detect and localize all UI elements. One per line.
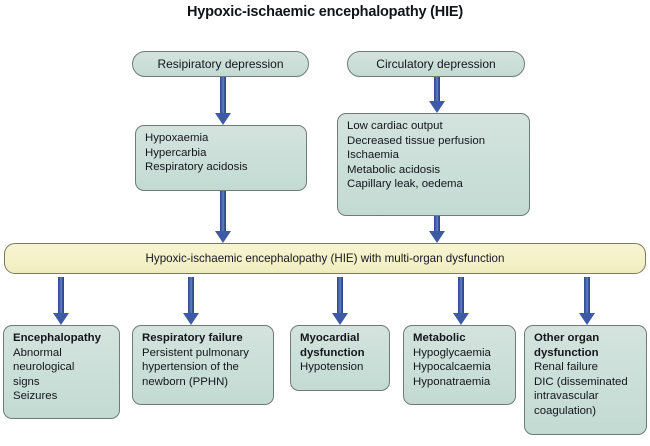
node-line: DIC (disseminated	[534, 375, 628, 388]
arrow-hie-to-encephalopathy	[52, 277, 70, 325]
node-header: Other organ	[534, 332, 600, 344]
arrow-head	[429, 231, 445, 243]
finding-line: Metabolic acidosis	[347, 163, 441, 176]
node-line: intravascular	[534, 390, 599, 403]
node-header: Myocardial	[300, 332, 360, 344]
arrow-hie-to-myocardial-dysfunction	[331, 277, 349, 325]
node-myocardial-dysfunction: Myocardial dysfunction Hypotension	[290, 325, 390, 391]
arrow-head	[183, 313, 199, 325]
arrow-head	[53, 313, 69, 325]
node-metabolic: Metabolic Hypoglycaemia Hypocalcaemia Hy…	[403, 325, 516, 405]
node-line: neurological	[13, 361, 75, 374]
node-line: signs	[13, 375, 40, 388]
arrow-head	[215, 113, 231, 125]
node-header: Encephalopathy	[13, 332, 101, 344]
arrow-head	[579, 313, 595, 325]
banner-label: Hypoxic-ischaemic encephalopathy (HIE) w…	[145, 252, 505, 265]
node-line: Hyponatraemia	[413, 375, 491, 388]
finding-line: Ischaemia	[347, 149, 399, 162]
node-label: Circulatory depression	[376, 56, 496, 71]
node-line: Hypoglycaemia	[413, 346, 491, 359]
finding-line: Low cardiac output	[347, 120, 443, 132]
node-circulatory-depression: Circulatory depression	[347, 51, 525, 77]
node-line: hypertension of the	[142, 361, 239, 374]
node-line: Abnormal	[13, 346, 62, 359]
arrow-respiratory-depression-to-hypoxaemia	[214, 77, 232, 125]
arrow-shaft	[220, 77, 226, 113]
node-header: Metabolic	[413, 332, 466, 344]
node-respiratory-failure: Respiratory failure Persistent pulmonary…	[132, 325, 274, 405]
node-circulatory-findings: Low cardiac output Decreased tissue perf…	[337, 113, 530, 216]
arrow-shaft	[434, 77, 440, 101]
arrow-hie-to-other-organ-dysfunction	[578, 277, 596, 325]
arrow-hie-to-metabolic	[452, 277, 470, 325]
node-label: Resipiratory depression	[157, 56, 284, 71]
node-line: Renal failure	[534, 361, 598, 374]
arrow-shaft	[58, 277, 64, 313]
node-line: coagulation)	[534, 404, 597, 417]
arrow-circulatory-findings-to-hie	[428, 216, 446, 243]
node-respiratory-depression: Resipiratory depression	[132, 51, 309, 77]
node-line: Hypotension	[300, 361, 364, 374]
finding-line: Hypoxaemia	[145, 132, 209, 144]
node-line: Hypocalcaemia	[413, 361, 491, 374]
arrow-head	[215, 231, 231, 243]
arrow-shaft	[188, 277, 194, 313]
finding-line: Hypercarbia	[145, 146, 207, 159]
node-encephalopathy: Encephalopathy Abnormal neurological sig…	[3, 325, 120, 419]
arrow-shaft	[458, 277, 464, 313]
node-respiratory-findings: Hypoxaemia Hypercarbia Respiratory acido…	[135, 125, 307, 191]
arrow-head	[429, 101, 445, 113]
node-other-organ-dysfunction: Other organ dysfunction Renal failure DI…	[524, 325, 647, 435]
node-hie-multiorgan-dysfunction: Hypoxic-ischaemic encephalopathy (HIE) w…	[4, 243, 646, 274]
finding-line: Respiratory acidosis	[145, 161, 248, 174]
arrow-head	[332, 313, 348, 325]
node-header-line2: dysfunction	[300, 346, 365, 359]
arrow-shaft	[220, 191, 226, 231]
node-line: Seizures	[13, 390, 58, 403]
page-title: Hypoxic-ischaemic encephalopathy (HIE)	[186, 4, 464, 20]
finding-line: Capillary leak, oedema	[347, 178, 463, 191]
node-line: Persistent pulmonary	[142, 346, 249, 359]
finding-line: Decreased tissue perfusion	[347, 134, 486, 147]
arrow-circulatory-depression-to-low-cardiac-output	[428, 77, 446, 113]
arrow-shaft	[434, 216, 440, 231]
arrow-hie-to-respiratory-failure	[182, 277, 200, 325]
arrow-head	[453, 313, 469, 325]
node-header: Respiratory failure	[142, 332, 243, 344]
arrow-respiratory-findings-to-hie	[214, 191, 232, 243]
arrow-shaft	[337, 277, 343, 313]
node-line: newborn (PPHN)	[142, 375, 229, 388]
arrow-shaft	[584, 277, 590, 313]
node-header-line2: dysfunction	[534, 346, 599, 359]
